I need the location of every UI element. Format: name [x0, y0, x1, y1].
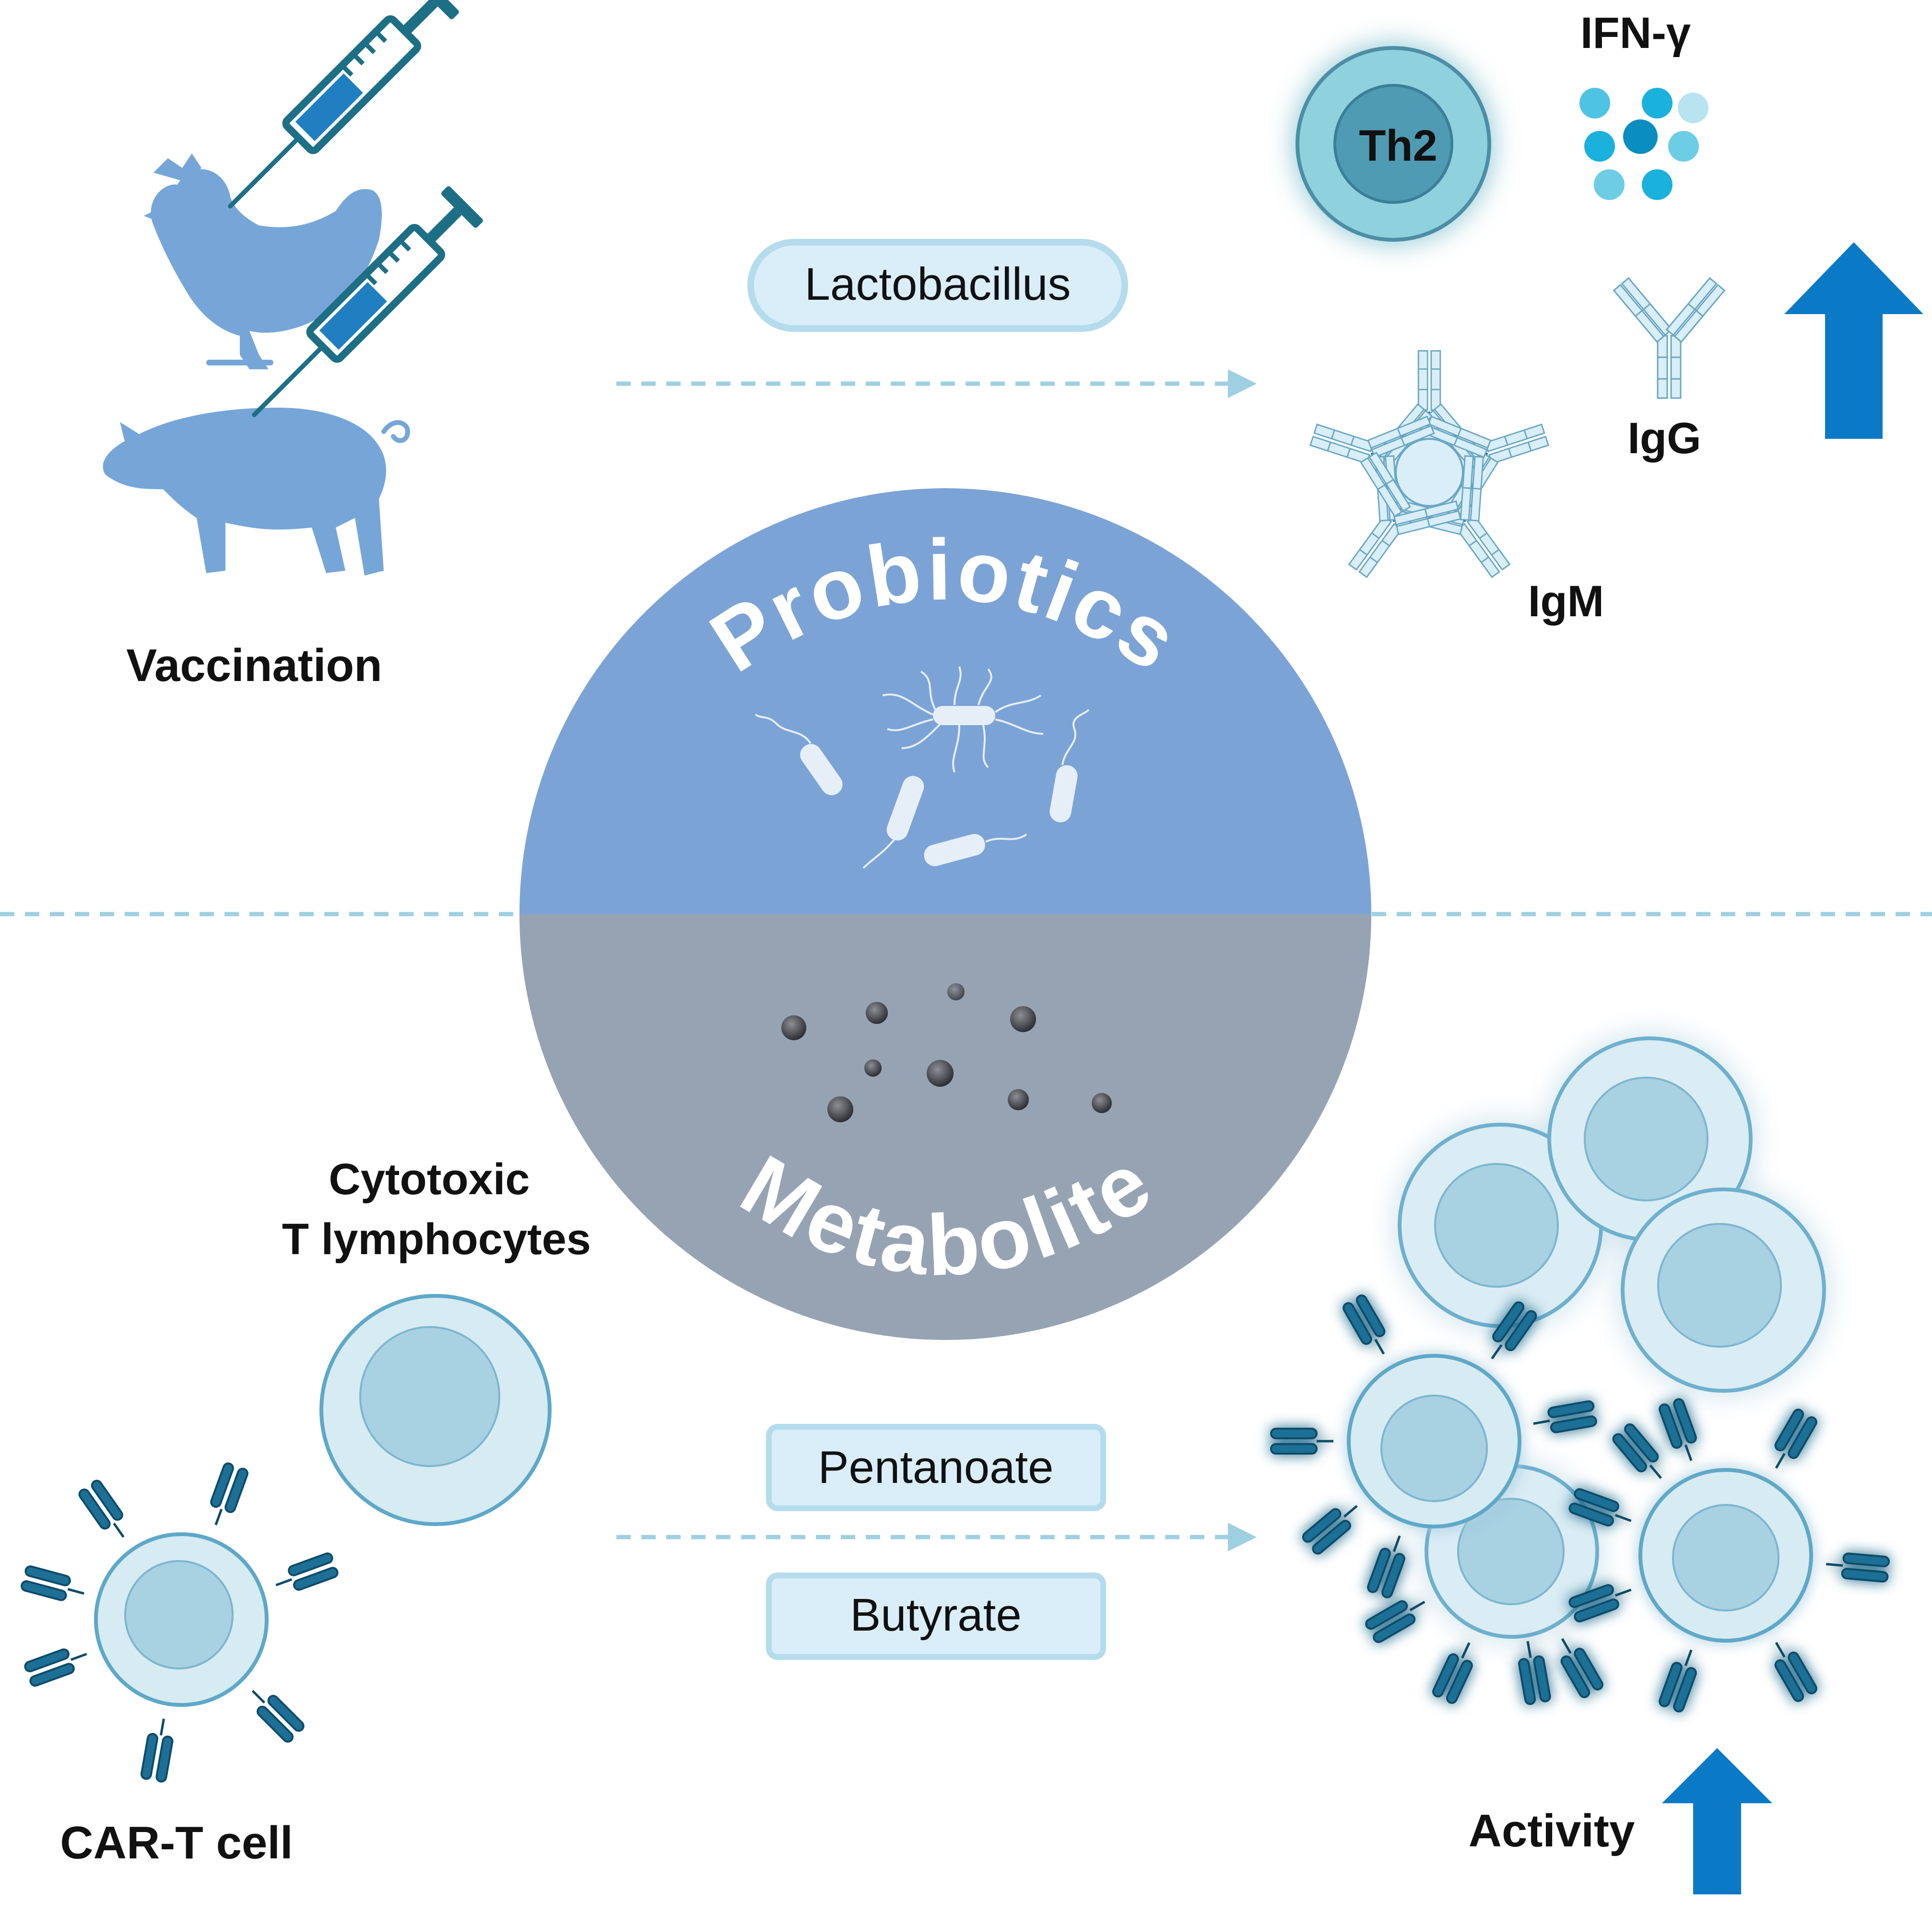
vaccination-label: Vaccination [126, 640, 382, 691]
lactobacillus-label: Lactobacillus [805, 258, 1071, 310]
cytotoxic-label-line2: T lymphocytes [282, 1215, 591, 1264]
igm-pentamer-icon [1296, 350, 1562, 602]
chicken-icon [144, 153, 382, 369]
pentanoate-box: Pentanoate [766, 1424, 1106, 1511]
butyrate-label: Butyrate [850, 1589, 1022, 1641]
up-arrow-icon [1784, 242, 1923, 439]
cytokine-dots [1579, 88, 1708, 200]
car-t-cell [21, 1462, 339, 1783]
metabolite-dots [781, 983, 1112, 1122]
cytotoxic-label-line1: Cytotoxic [329, 1155, 530, 1204]
top-arrowhead [1228, 369, 1257, 398]
activity-label: Activity [1469, 1805, 1635, 1856]
th2-cell [1296, 46, 1491, 242]
butyrate-box: Butyrate [766, 1573, 1106, 1660]
cytotoxic-t-cell [319, 1294, 552, 1526]
th2-label: Th2 [1359, 121, 1437, 170]
ifn-gamma-label: IFN-γ [1580, 9, 1691, 58]
car-t-label: CAR-T cell [60, 1817, 293, 1868]
igg-label: IgG [1627, 414, 1701, 463]
bacteria-icon [754, 666, 1090, 869]
lactobacillus-pill: Lactobacillus [747, 239, 1128, 332]
pig-icon [103, 408, 411, 576]
center-circle [519, 488, 1371, 1340]
pentanoate-label: Pentanoate [818, 1442, 1053, 1493]
syringe-icon [230, 0, 460, 206]
activated-cell-cluster [1271, 1036, 1889, 1713]
igg-antibody-icon [1613, 277, 1725, 399]
bottom-arrowhead [1228, 1523, 1257, 1551]
up-arrow-icon [1662, 1748, 1772, 1894]
igm-label: IgM [1528, 577, 1604, 626]
